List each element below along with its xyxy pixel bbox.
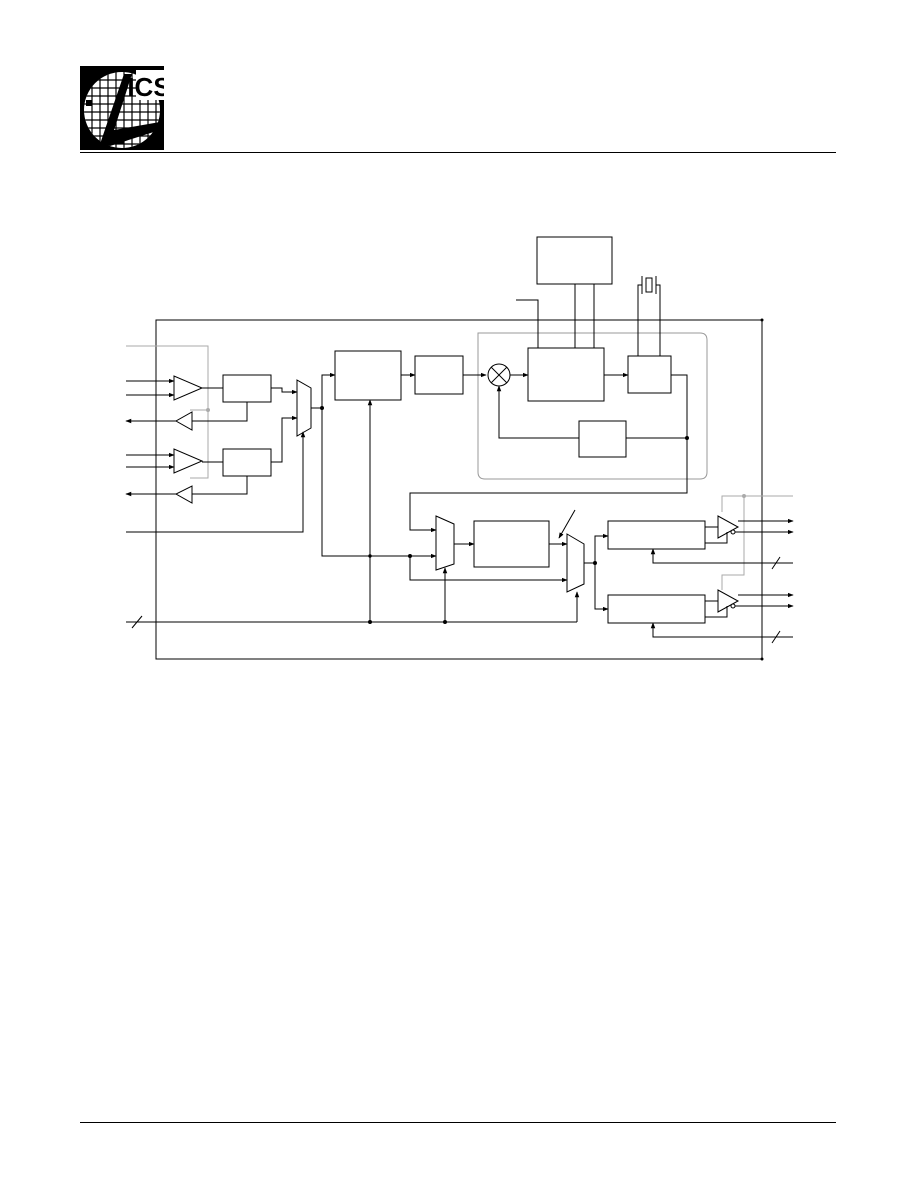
logo-text: ICS: [127, 72, 164, 102]
output-divider-a: [607, 520, 706, 550]
crystal-icon: [637, 276, 661, 356]
prescaler-block: [414, 355, 464, 395]
footer-rule: [80, 1122, 836, 1123]
control-block: [536, 236, 613, 285]
output-buffer-b: [174, 485, 193, 504]
summing-node-icon: [487, 363, 511, 387]
input-divider-b: [222, 448, 272, 477]
output-buffer-a: [174, 411, 193, 431]
output-driver-b: [717, 589, 740, 613]
chip-outline: [155, 319, 763, 660]
output-mux: [566, 533, 585, 593]
output-driver-a: [717, 515, 740, 539]
divider-block: [334, 350, 402, 401]
pll-boundary: [477, 332, 708, 480]
pll-block: [473, 520, 550, 568]
pll-mux: [435, 515, 455, 571]
feedback-block: [578, 420, 627, 458]
vco-block: [527, 347, 605, 402]
output-divider-b: [607, 594, 706, 624]
output-bias-lines: [721, 495, 793, 590]
input-buffer-b: [126, 448, 204, 474]
input-mux: [296, 379, 312, 437]
ics-logo-icon: ICS: [80, 66, 164, 150]
header-rule: [80, 152, 836, 153]
input-divider-a: [222, 374, 272, 403]
input-buffer-a: [126, 375, 204, 401]
crystal-block: [627, 355, 672, 394]
